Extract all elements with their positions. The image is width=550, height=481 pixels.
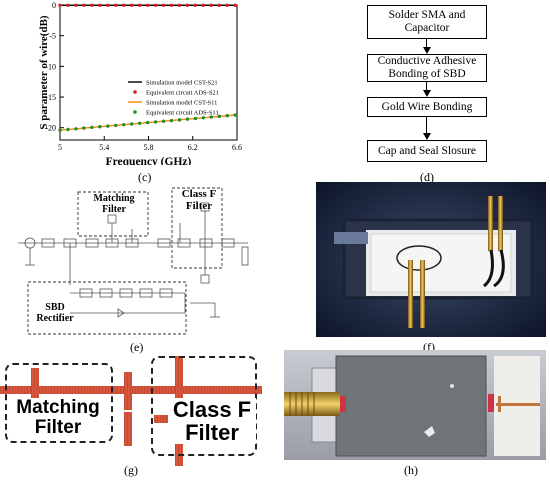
legend-swatch [133,90,137,94]
y-tick-label: -10 [45,62,56,71]
data-point [66,127,70,132]
data-point [122,3,126,8]
data-point [98,125,102,129]
data-point [137,121,142,126]
schematic-sbd-rectifier-label: SBD Rectifier [36,302,74,324]
legend-entry: Equivalent circuit ADS-S21 [146,90,219,97]
x-tick-label: 5 [58,143,62,152]
legend-swatch [133,110,137,114]
data-point [169,118,174,123]
y-tick-label: -15 [45,93,56,102]
flow-step-2: Conductive Adhesive Bonding of SBD [367,54,487,82]
data-point [201,3,206,8]
caption-h: (h) [404,463,418,477]
data-point [153,3,158,8]
flow-step-1: Solder SMA and Capacitor [367,5,487,39]
data-point [106,124,110,128]
y-tick-label: -20 [45,124,56,133]
data-point [74,127,78,131]
schematic-class-f-filter-label: Class F Filter [181,188,217,212]
legend-entry: Simulation model CST-S11 [146,100,217,107]
data-point [193,116,198,121]
g-matching-filter-label: Matching Filter [8,398,108,438]
data-point [58,3,62,8]
data-point [98,3,102,8]
data-point [129,122,134,126]
data-point [169,3,174,8]
data-point [74,3,78,8]
data-point [193,3,198,8]
data-point [177,3,182,8]
data-point [58,128,62,132]
data-point [114,3,118,8]
data-point [137,3,142,8]
data-point [90,3,94,8]
plot-area [59,4,238,141]
caption-e: (e) [130,340,144,354]
data-point [114,123,118,128]
fabricated-board-photo [284,350,546,460]
data-point [161,3,166,8]
schematic-matching-filter-label: Matching Filter [93,193,135,215]
caption-c: (c) [138,170,152,184]
x-tick-label: 6.6 [232,143,242,152]
g-matching-filter-box [5,363,113,443]
data-point [82,126,86,130]
flow-step-4: Cap and Seal Slosure [367,140,487,162]
data-point [185,117,190,121]
data-point [233,3,237,8]
data-point [177,118,182,122]
data-point [225,114,229,118]
data-point [217,3,221,8]
x-axis-label: Frequency (GHz) [106,156,192,165]
data-point [209,3,214,8]
data-point [185,3,190,8]
caption-g: (g) [124,463,138,477]
data-point [66,3,70,8]
data-point [106,3,110,8]
data-point [90,125,94,130]
data-point [225,3,229,8]
legend-entry: Simulation model CST-S21 [146,80,218,87]
y-axis-label: S parameter of wire(dB) [38,15,50,129]
data-point [82,3,86,8]
package-photo [316,182,546,337]
circuit-schematic [18,187,249,335]
data-point [233,113,237,117]
data-point [129,3,134,8]
caption-d: (d) [420,170,434,184]
data-point [122,122,126,127]
x-tick-label: 5.4 [99,143,109,152]
g-class-f-filter-label: Class F Filter [168,398,256,444]
data-point [153,120,158,124]
x-tick-label: 6.2 [188,143,198,152]
y-tick-label: -5 [49,32,56,41]
x-tick-label: 5.8 [144,143,154,152]
flow-step-3: Gold Wire Bonding [367,97,487,117]
data-point [217,114,221,119]
g-class-f-filter-box [151,356,257,456]
data-point [161,119,166,123]
y-tick-label: 0 [52,1,56,10]
data-point [145,120,150,125]
data-point [145,3,150,8]
data-point [201,116,206,120]
legend-entry: Equivalent circuit ADS-S11 [146,110,219,117]
data-point [209,115,214,119]
